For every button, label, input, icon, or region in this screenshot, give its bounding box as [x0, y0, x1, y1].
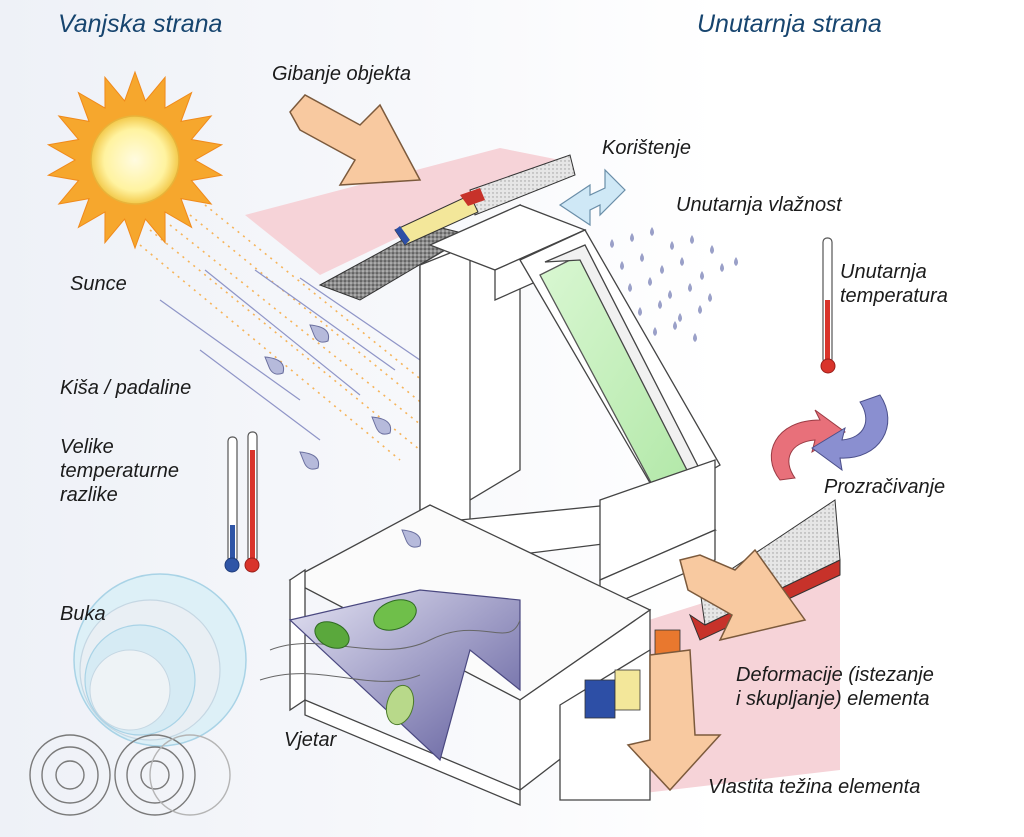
humidity-drop — [680, 257, 684, 266]
object-movement-arrow — [289, 94, 422, 186]
ventilation-arrows-icon — [770, 394, 889, 481]
ventilation-label: Prozračivanje — [824, 476, 946, 498]
use-label: Korištenje — [602, 137, 691, 159]
inside-heading: Unutarnja strana — [697, 10, 882, 38]
inner-temperature-label: Unutarnja temperatura — [840, 261, 948, 307]
outside-heading: Vanjska strana — [58, 10, 223, 38]
humidity-drop — [653, 327, 657, 336]
sun-label: Sunce — [70, 273, 127, 295]
humidity-drops — [610, 227, 738, 342]
rain-drop — [371, 416, 392, 435]
humidity-drop — [673, 321, 677, 330]
humidity-drop — [660, 265, 664, 274]
rain-drop — [401, 529, 422, 548]
use-double-arrow — [558, 168, 626, 227]
humidity-drop — [650, 227, 654, 236]
sun-rays — [139, 204, 466, 461]
humidity-drop — [700, 271, 704, 280]
noise-label: Buka — [60, 603, 106, 625]
window-frame — [288, 203, 721, 806]
humidity-drop — [720, 263, 724, 272]
humidity-label: Unutarnja vlažnost — [676, 194, 842, 216]
wheels-icon — [29, 734, 231, 816]
temperature-differences-label: Velike temperaturne razlike — [60, 436, 179, 506]
humidity-drop — [610, 239, 614, 248]
rain-drop — [299, 451, 320, 470]
humidity-drop — [638, 307, 642, 316]
deformation-arrow — [679, 548, 807, 642]
wind-label: Vjetar — [284, 729, 337, 751]
humidity-drop — [698, 305, 702, 314]
leaves-icon — [314, 599, 417, 726]
inner-thermometer-icon — [820, 237, 836, 374]
sun-icon — [46, 70, 224, 250]
humidity-drop — [688, 283, 692, 292]
thermometer-pair-icon — [224, 431, 260, 573]
humidity-drop — [678, 313, 682, 322]
humidity-drop — [734, 257, 738, 266]
humidity-drop — [658, 300, 662, 309]
humidity-drop — [620, 261, 624, 270]
humidity-drop — [708, 293, 712, 302]
humidity-drop — [693, 333, 697, 342]
humidity-drop — [670, 241, 674, 250]
humidity-drop — [628, 283, 632, 292]
rain-label: Kiša / padaline — [60, 377, 192, 399]
dead-weight-label: Vlastita težina elementa — [708, 776, 921, 798]
humidity-drop — [648, 277, 652, 286]
humidity-drop — [668, 290, 672, 299]
rain-drop — [309, 324, 330, 343]
rain-drops — [264, 324, 422, 548]
dead-weight-arrow — [626, 649, 722, 792]
movement-label: Gibanje objekta — [272, 63, 411, 85]
humidity-drop — [690, 235, 694, 244]
humidity-drop — [710, 245, 714, 254]
rain-drop — [264, 356, 285, 375]
deformation-label: Deformacije (istezanje i skupljanje) ele… — [736, 664, 934, 710]
rain-streaks — [159, 269, 421, 441]
noise-icon — [73, 573, 247, 747]
humidity-drop — [630, 233, 634, 242]
humidity-drop — [640, 253, 644, 262]
